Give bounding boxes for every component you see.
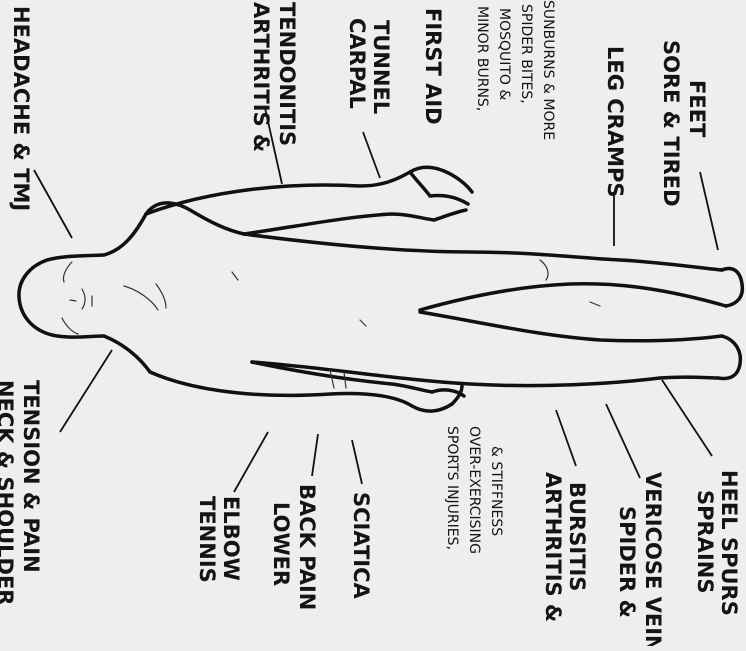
label-sciatica: SCIATICA xyxy=(349,492,373,600)
leader-sore-feet xyxy=(700,172,718,250)
label-neck-shoulder-2: TENSION & PAIN xyxy=(19,380,43,573)
label-spider-veins-2: VERICOSE VEINS xyxy=(641,472,665,646)
leader-arthritis-bursitis xyxy=(556,410,576,466)
label-sprains-2: HEEL SPURS xyxy=(717,470,741,616)
label-arthritis-bursitis-2: BURSITIS xyxy=(565,482,589,591)
face-features xyxy=(62,262,92,334)
torso-bottom-side xyxy=(104,336,718,386)
leader-neck-shoulder xyxy=(60,350,112,432)
label-arthritis-tendonitis-1: ARTHRITIS & xyxy=(249,2,273,152)
label-tennis-elbow-2: ELBOW xyxy=(219,496,243,581)
leader-headache xyxy=(34,170,72,238)
label-first-aid-item-4: SUNBURNS & MORE xyxy=(540,0,556,140)
label-carpal-tunnel-2: TUNNEL xyxy=(369,20,393,114)
label-lower-back-1: LOWER xyxy=(269,502,293,586)
label-leg-cramps: LEG CRAMPS xyxy=(603,46,627,198)
label-spider-veins-1: SPIDER & xyxy=(615,506,639,618)
head-outline xyxy=(19,255,104,337)
label-first-aid: FIRST AID xyxy=(421,8,445,125)
label-first-aid-item-2: MOSQUITO & xyxy=(496,8,512,100)
lower-hand xyxy=(432,386,464,404)
label-sore-feet-1: SORE & TIRED xyxy=(659,40,683,207)
upper-shoulder-outline xyxy=(104,203,244,255)
label-first-aid-item-3: SPIDER BITES, xyxy=(518,4,534,104)
leader-lower-back xyxy=(312,434,318,476)
upper-arm-top xyxy=(146,167,444,214)
leader-carpal-tunnel xyxy=(363,132,380,178)
label-headache: HEADACHE & TMJ xyxy=(9,6,33,211)
body-details xyxy=(124,260,600,388)
upper-hand xyxy=(410,171,472,220)
human-figure xyxy=(19,167,742,411)
label-carpal-tunnel-1: CARPAL xyxy=(345,18,369,109)
label-sprains-1: SPRAINS xyxy=(693,490,717,593)
torso-top-side xyxy=(244,234,722,270)
labels-lower: NECK & SHOULDER TENSION & PAIN TENNIS EL… xyxy=(0,380,741,646)
inner-legs xyxy=(420,284,726,341)
label-sports-1: SPORTS INJURIES, xyxy=(444,426,460,550)
label-sore-feet-2: FEET xyxy=(685,80,709,138)
label-first-aid-item-1: MINOR BURNS, xyxy=(474,6,490,111)
label-sports-2: OVER-EXERCISING xyxy=(466,426,482,554)
label-arthritis-tendonitis-2: TENDONITIS xyxy=(275,2,299,146)
label-neck-shoulder-1: NECK & SHOULDER xyxy=(0,380,17,605)
upper-foot xyxy=(722,269,742,306)
label-sports-3: & STIFFNESS xyxy=(488,446,504,536)
lower-foot xyxy=(718,336,740,378)
leader-spider-veins xyxy=(606,404,640,478)
leader-sprains xyxy=(662,380,712,456)
leader-sciatica xyxy=(352,440,362,484)
label-lower-back-2: BACK PAIN xyxy=(295,484,319,610)
label-arthritis-bursitis-1: ARTHRITIS & xyxy=(541,472,565,622)
label-tennis-elbow-1: TENNIS xyxy=(195,496,219,583)
upper-arm-inner xyxy=(244,214,434,234)
leader-tennis-elbow xyxy=(234,432,268,492)
labels-upper: HEADACHE & TMJ ARTHRITIS & TENDONITIS CA… xyxy=(9,0,709,211)
